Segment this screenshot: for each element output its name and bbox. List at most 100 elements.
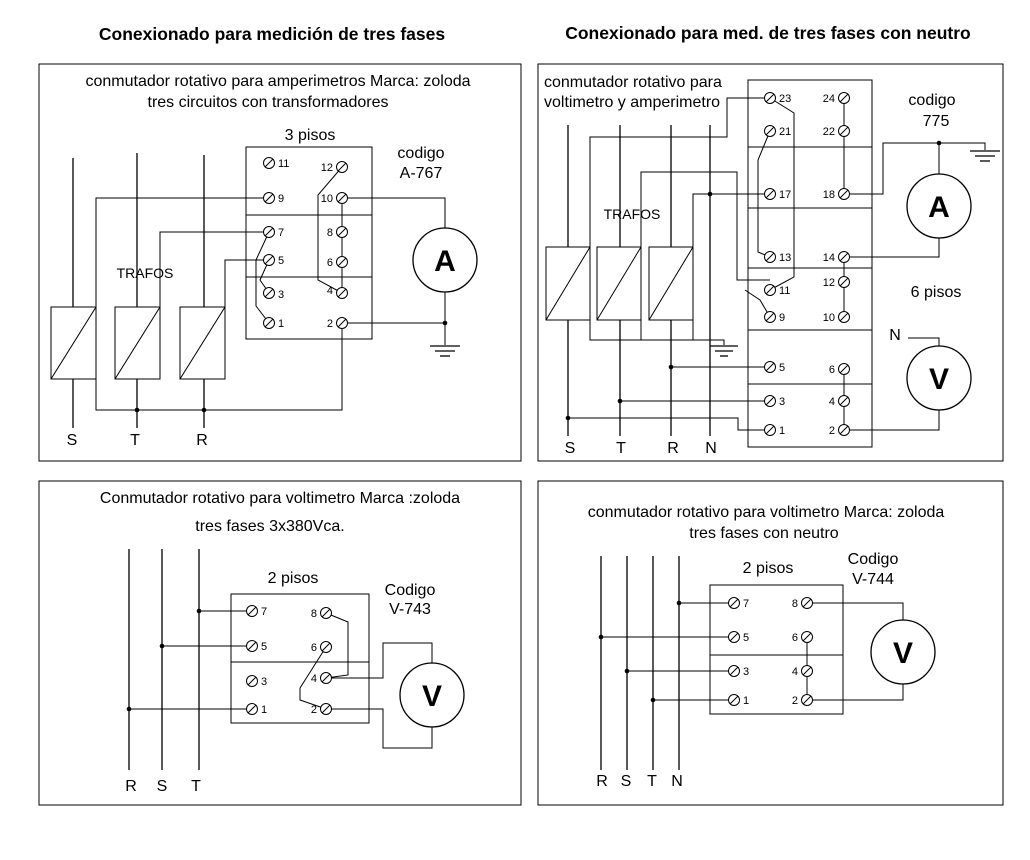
terminal-11: 11 — [263, 157, 289, 170]
terminal-6: 6 — [311, 641, 332, 654]
svg-text:8: 8 — [311, 608, 317, 620]
svg-text:1: 1 — [278, 318, 284, 330]
terminal-3: 3 — [728, 665, 749, 678]
terminal-9: 9 — [263, 192, 284, 205]
panel-frame — [537, 63, 1004, 462]
terminal-5: 5 — [764, 361, 785, 374]
terminal-2: 2 — [311, 703, 332, 716]
svg-text:5: 5 — [779, 362, 785, 374]
svg-text:1: 1 — [743, 695, 749, 707]
terminal-7: 7 — [263, 226, 284, 239]
terminal-4: 4 — [829, 395, 850, 408]
floors-label: 3 pisos — [285, 127, 336, 144]
svg-text:17: 17 — [779, 189, 791, 201]
svg-text:3: 3 — [743, 666, 749, 678]
terminal-10: 10 — [321, 192, 348, 205]
svg-text:4: 4 — [327, 285, 333, 297]
svg-text:24: 24 — [823, 93, 835, 105]
panel-voltmeter-three-phase: Conmutador rotativo para voltimetro Marc… — [38, 480, 522, 806]
terminal-1: 1 — [263, 317, 284, 330]
terminal-22: 22 — [823, 125, 850, 138]
terminal-21: 21 — [764, 125, 791, 138]
terminal-12: 12 — [823, 276, 850, 289]
panel-description-2: tres fases con neutro — [689, 525, 839, 542]
terminal-8: 8 — [327, 226, 348, 239]
svg-text:8: 8 — [792, 598, 798, 610]
panel-description-2: tres circuitos con transformadores — [148, 94, 389, 111]
svg-text:7: 7 — [278, 227, 284, 239]
svg-text:12: 12 — [321, 162, 333, 174]
meter-letter: V — [929, 363, 949, 396]
terminal-13: 13 — [764, 251, 791, 264]
panel-description-2: voltimetro y amperimetro — [544, 94, 720, 111]
svg-text:5: 5 — [278, 255, 284, 267]
svg-text:10: 10 — [321, 193, 333, 205]
phase-label: T — [647, 773, 657, 790]
terminal-3: 3 — [764, 395, 785, 408]
svg-text:12: 12 — [823, 277, 835, 289]
terminal-1: 1 — [764, 424, 785, 437]
terminal-2: 2 — [829, 424, 850, 437]
svg-text:5: 5 — [743, 632, 749, 644]
panel-description-1: conmutador rotativo para amperimetros Ma… — [85, 73, 470, 90]
ground-icon — [430, 345, 460, 357]
svg-text:10: 10 — [823, 312, 835, 324]
panel-frame — [537, 480, 1004, 806]
voltmeter-icon: V — [906, 345, 972, 411]
terminal-6: 6 — [327, 256, 348, 269]
code-label: codigo — [397, 145, 444, 162]
phase-label: R — [125, 778, 137, 795]
svg-text:6: 6 — [829, 364, 835, 376]
svg-text:6: 6 — [327, 257, 333, 269]
neutral-label: N — [889, 327, 901, 344]
code-value: V-743 — [389, 601, 431, 618]
panel-description-1: Conmutador rotativo para voltimetro Marc… — [100, 490, 460, 507]
svg-text:5: 5 — [261, 641, 267, 653]
svg-text:4: 4 — [792, 666, 798, 678]
trafos-label: TRAFOS — [604, 206, 661, 222]
meter-letter: A — [434, 245, 456, 278]
phase-label: R — [196, 432, 208, 449]
svg-text:4: 4 — [311, 673, 317, 685]
terminal-6: 6 — [792, 631, 813, 644]
svg-text:2: 2 — [311, 704, 317, 716]
terminal-8: 8 — [311, 607, 332, 620]
terminal-17: 17 — [764, 188, 791, 201]
phase-label: T — [130, 432, 140, 449]
phase-label: S — [621, 773, 632, 790]
code-value: A-767 — [400, 165, 443, 182]
terminal-5: 5 — [246, 640, 267, 653]
terminal-7: 7 — [246, 605, 267, 618]
code-value: V-744 — [852, 571, 894, 588]
floors-label: 2 pisos — [743, 560, 794, 577]
svg-text:6: 6 — [311, 642, 317, 654]
terminal-4: 4 — [792, 665, 813, 678]
terminal-10: 10 — [823, 311, 850, 324]
trafos-label: TRAFOS — [117, 265, 174, 281]
svg-text:3: 3 — [779, 396, 785, 408]
terminal-1: 1 — [728, 694, 749, 707]
terminal-18: 18 — [823, 188, 850, 201]
svg-text:2: 2 — [792, 695, 798, 707]
phase-label: T — [616, 440, 626, 457]
ammeter-icon: A — [412, 227, 478, 293]
phase-label: R — [596, 773, 608, 790]
svg-text:22: 22 — [823, 126, 835, 138]
phase-label: N — [705, 440, 717, 457]
panel-description-1: conmutador rotativo para — [544, 74, 722, 91]
svg-text:1: 1 — [779, 425, 785, 437]
phase-label: S — [67, 432, 78, 449]
terminal-3: 3 — [246, 675, 267, 688]
meter-letter: A — [928, 191, 950, 224]
svg-text:4: 4 — [829, 396, 835, 408]
terminal-4: 4 — [327, 285, 348, 299]
terminal-24: 24 — [823, 92, 850, 105]
terminal-2: 2 — [327, 317, 348, 330]
svg-text:7: 7 — [261, 606, 267, 618]
terminal-5: 5 — [263, 254, 284, 267]
svg-text:11: 11 — [278, 158, 289, 170]
ground-icon — [970, 150, 1000, 162]
svg-text:13: 13 — [779, 252, 791, 264]
svg-text:18: 18 — [823, 189, 835, 201]
